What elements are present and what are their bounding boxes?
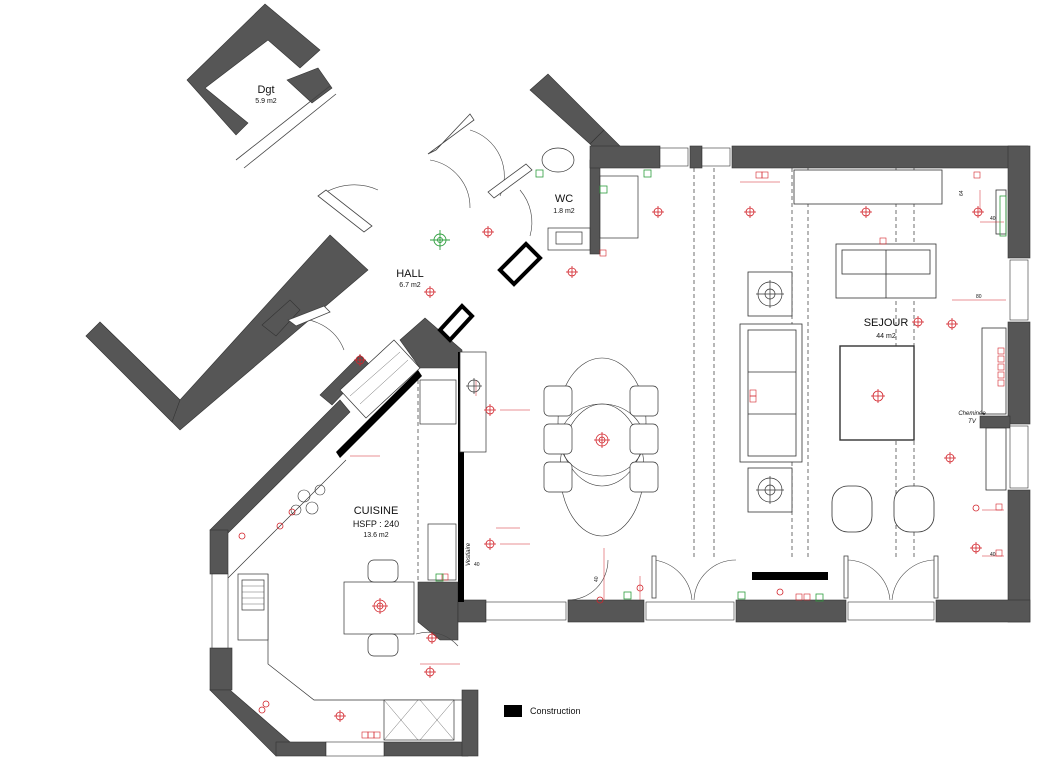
hood-box (793, 169, 943, 205)
room-labels: Dgt 5.9 m2 WC 1.8 m2 HALL 6.7 m2 SEJOUR … (255, 84, 908, 539)
dim-64: 64 (959, 190, 965, 196)
dgt-opening (235, 85, 337, 169)
annotations: Cheminée TV Vestiaire 64 40 80 40 40 40 (466, 190, 996, 582)
furniture-sejour (739, 189, 1007, 533)
cheminee-label: Cheminée (958, 411, 986, 417)
dim-80: 80 (976, 294, 982, 300)
door-leaves (287, 113, 939, 599)
room-wc-area: 1.8 m2 (553, 208, 575, 215)
room-sejour-area: 44 m2 (876, 333, 896, 340)
new-construction-walls (437, 241, 543, 343)
legend-construction-label: Construction (530, 706, 581, 716)
tv-label: TV (968, 419, 977, 425)
vestiaire-label: Vestiaire (466, 542, 472, 566)
room-cuisine-hsfp: HSFP : 240 (353, 519, 399, 529)
dim-40-c: 40 (594, 576, 600, 582)
room-cuisine-area: 13.6 m2 (363, 532, 388, 539)
room-dgt-area: 5.9 m2 (255, 98, 277, 105)
dim-40-d: 40 (474, 562, 480, 568)
hall-light-green (430, 230, 450, 250)
legend: Construction (504, 705, 581, 717)
room-wc-name: WC (555, 193, 573, 205)
kitchen-hatching (242, 351, 455, 741)
dim-40-b: 40 (990, 552, 996, 558)
walls (85, 3, 1031, 757)
new-construction-black (336, 352, 828, 602)
side-table-lamps (466, 280, 784, 504)
windows (211, 147, 1029, 757)
room-hall-area: 6.7 m2 (399, 282, 421, 289)
room-cuisine-name: CUISINE (354, 505, 399, 517)
dining-chairs (543, 385, 659, 493)
room-dgt-name: Dgt (257, 84, 274, 96)
room-sejour-name: SEJOUR (864, 317, 909, 329)
hob-burners (290, 484, 326, 516)
electrical-points (238, 171, 1006, 739)
legend-construction-swatch (504, 705, 522, 717)
green-sockets (435, 169, 1007, 602)
kitchen-furniture (227, 339, 487, 741)
room-hall-name: HALL (396, 268, 424, 280)
dim-40-a: 40 (990, 216, 996, 222)
